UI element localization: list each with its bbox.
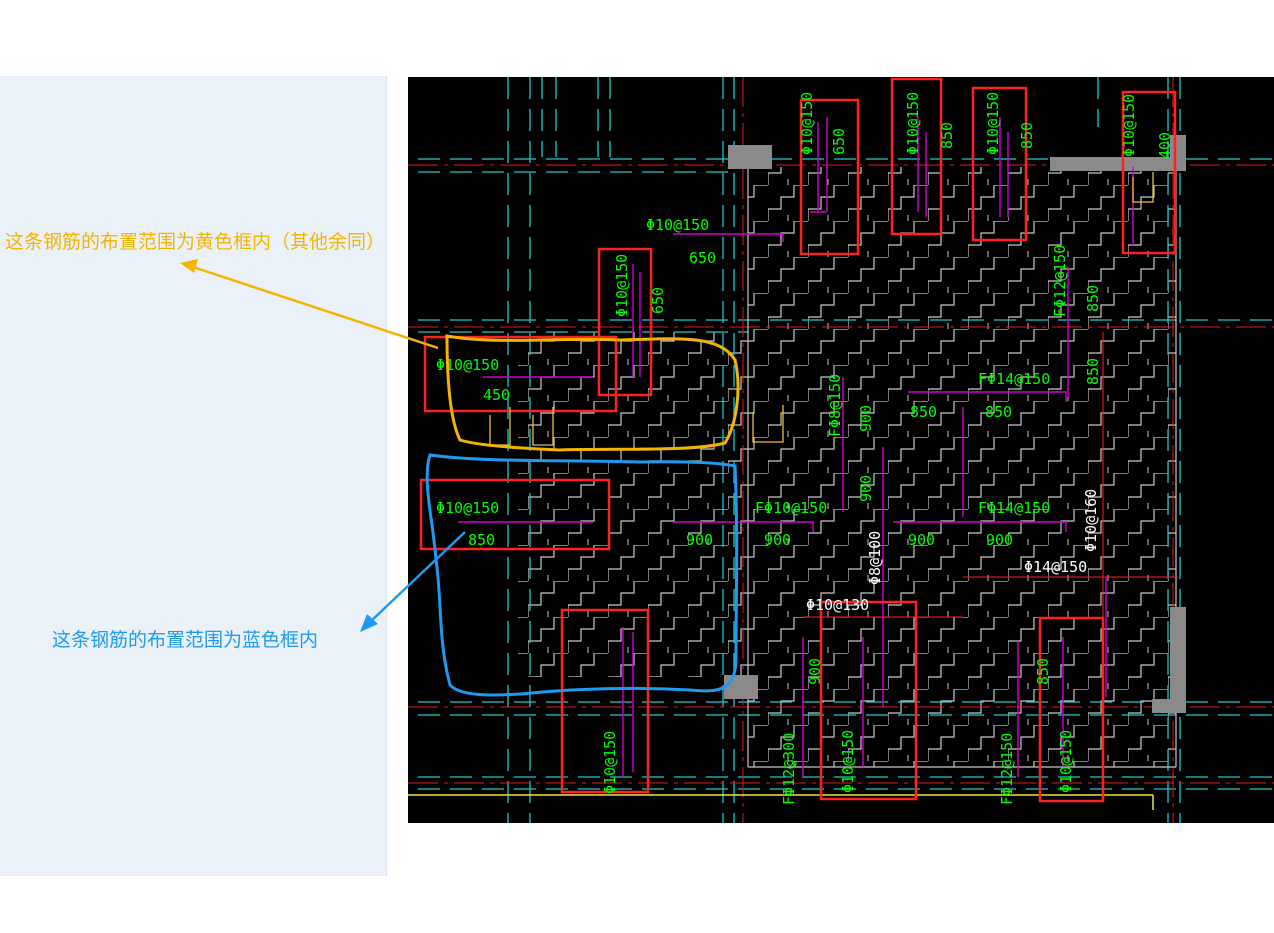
rebar-label-right-2: FΦ14@150 (978, 370, 1050, 388)
rebar-label-bottom-2: FΦ12@300 (780, 733, 798, 805)
box-top-1 (799, 98, 860, 256)
dim-label: 850 (1084, 358, 1102, 385)
box-top-4 (1121, 90, 1177, 255)
dim-label: 900 (986, 531, 1013, 549)
cad-drawing-svg: Φ10@150 650 Φ10@150 450 FΦ14@150 850 850… (408, 77, 1274, 823)
dim-label: 650 (830, 128, 848, 155)
rebar-label-right-vert: Φ10@160 (1082, 489, 1100, 552)
cad-drawing: Φ10@150 650 Φ10@150 450 FΦ14@150 850 850… (408, 77, 1274, 823)
rebar-label-top-1: Φ10@150 (798, 92, 816, 155)
dim-label: 900 (857, 475, 875, 502)
rebar-label-top-mid: Φ10@150 (646, 216, 709, 234)
box-bottom-2 (819, 600, 918, 801)
slab-hatch-left (518, 332, 748, 677)
dim-label: 450 (483, 386, 510, 404)
rebar-label-bottom-4: FΦ12@150 (998, 733, 1016, 805)
rebar-label-center-2: FΦ10@150 (755, 499, 827, 517)
box-bottom-3 (1038, 616, 1105, 803)
rebar-label-mid-small: Φ10@150 (613, 254, 631, 317)
rebar-label-bottom-1: Φ10@150 (601, 731, 619, 794)
rebar-dimension-lines (458, 117, 1134, 777)
dim-label: 850 (1018, 122, 1036, 149)
rebar-label-center-6: Φ14@150 (1024, 558, 1087, 576)
dim-label: 400 (1156, 132, 1174, 159)
slab-hatch-right (748, 167, 1176, 767)
dim-label: 900 (908, 531, 935, 549)
left-panel (0, 76, 387, 876)
dim-label: 850 (910, 403, 937, 421)
highlight-boxes (419, 77, 1177, 803)
rebar-label-right-1: FΦ12@150 (1051, 245, 1069, 317)
dim-label: 650 (649, 287, 667, 314)
rebar-label-top-3: Φ10@150 (984, 92, 1002, 155)
thin-red-lines (803, 332, 1178, 618)
rebar-label-center-5: Φ10@130 (806, 596, 869, 614)
rebar-labels-white: Φ14@150 Φ10@130 Φ8@100 Φ10@160 (806, 489, 1100, 614)
box-top-2 (890, 77, 943, 236)
blue-annotation-note: 这条钢筋的布置范围为蓝色框内 (52, 629, 319, 651)
yellow-annotation-note: 这条钢筋的布置范围为黄色框内（其他余同） (5, 231, 386, 253)
rebar-label-center-4: Φ8@100 (866, 531, 884, 585)
rebar-label-top-4: Φ10@150 (1120, 94, 1138, 157)
dim-label: 900 (857, 405, 875, 432)
columns (724, 135, 1186, 713)
dim-label: 900 (686, 531, 713, 549)
dim-label: 850 (468, 531, 495, 549)
rebar-label-left-1: Φ10@150 (436, 356, 499, 374)
dim-label: 650 (689, 249, 716, 267)
dim-label: 850 (985, 403, 1012, 421)
box-top-3 (971, 86, 1028, 242)
rebar-label-bottom-5: Φ10@150 (1057, 730, 1075, 793)
rebar-label-top-2: Φ10@150 (904, 92, 922, 155)
cyan-grid-lines (418, 77, 1274, 823)
rebar-label-left-2: Φ10@150 (436, 499, 499, 517)
rebar-label-center-1: FΦ8@150 (826, 374, 844, 437)
dim-label: 900 (806, 658, 824, 685)
rebar-labels-vertical: Φ10@150 650 Φ10@150 850 Φ10@150 850 Φ10@… (601, 92, 1174, 805)
dim-label: 850 (1034, 658, 1052, 685)
rebar-label-bottom-3: Φ10@150 (839, 730, 857, 793)
rebar-label-center-3: FΦ14@150 (978, 499, 1050, 517)
dim-label: 850 (1084, 285, 1102, 312)
dim-label: 850 (938, 122, 956, 149)
dim-label: 900 (764, 531, 791, 549)
